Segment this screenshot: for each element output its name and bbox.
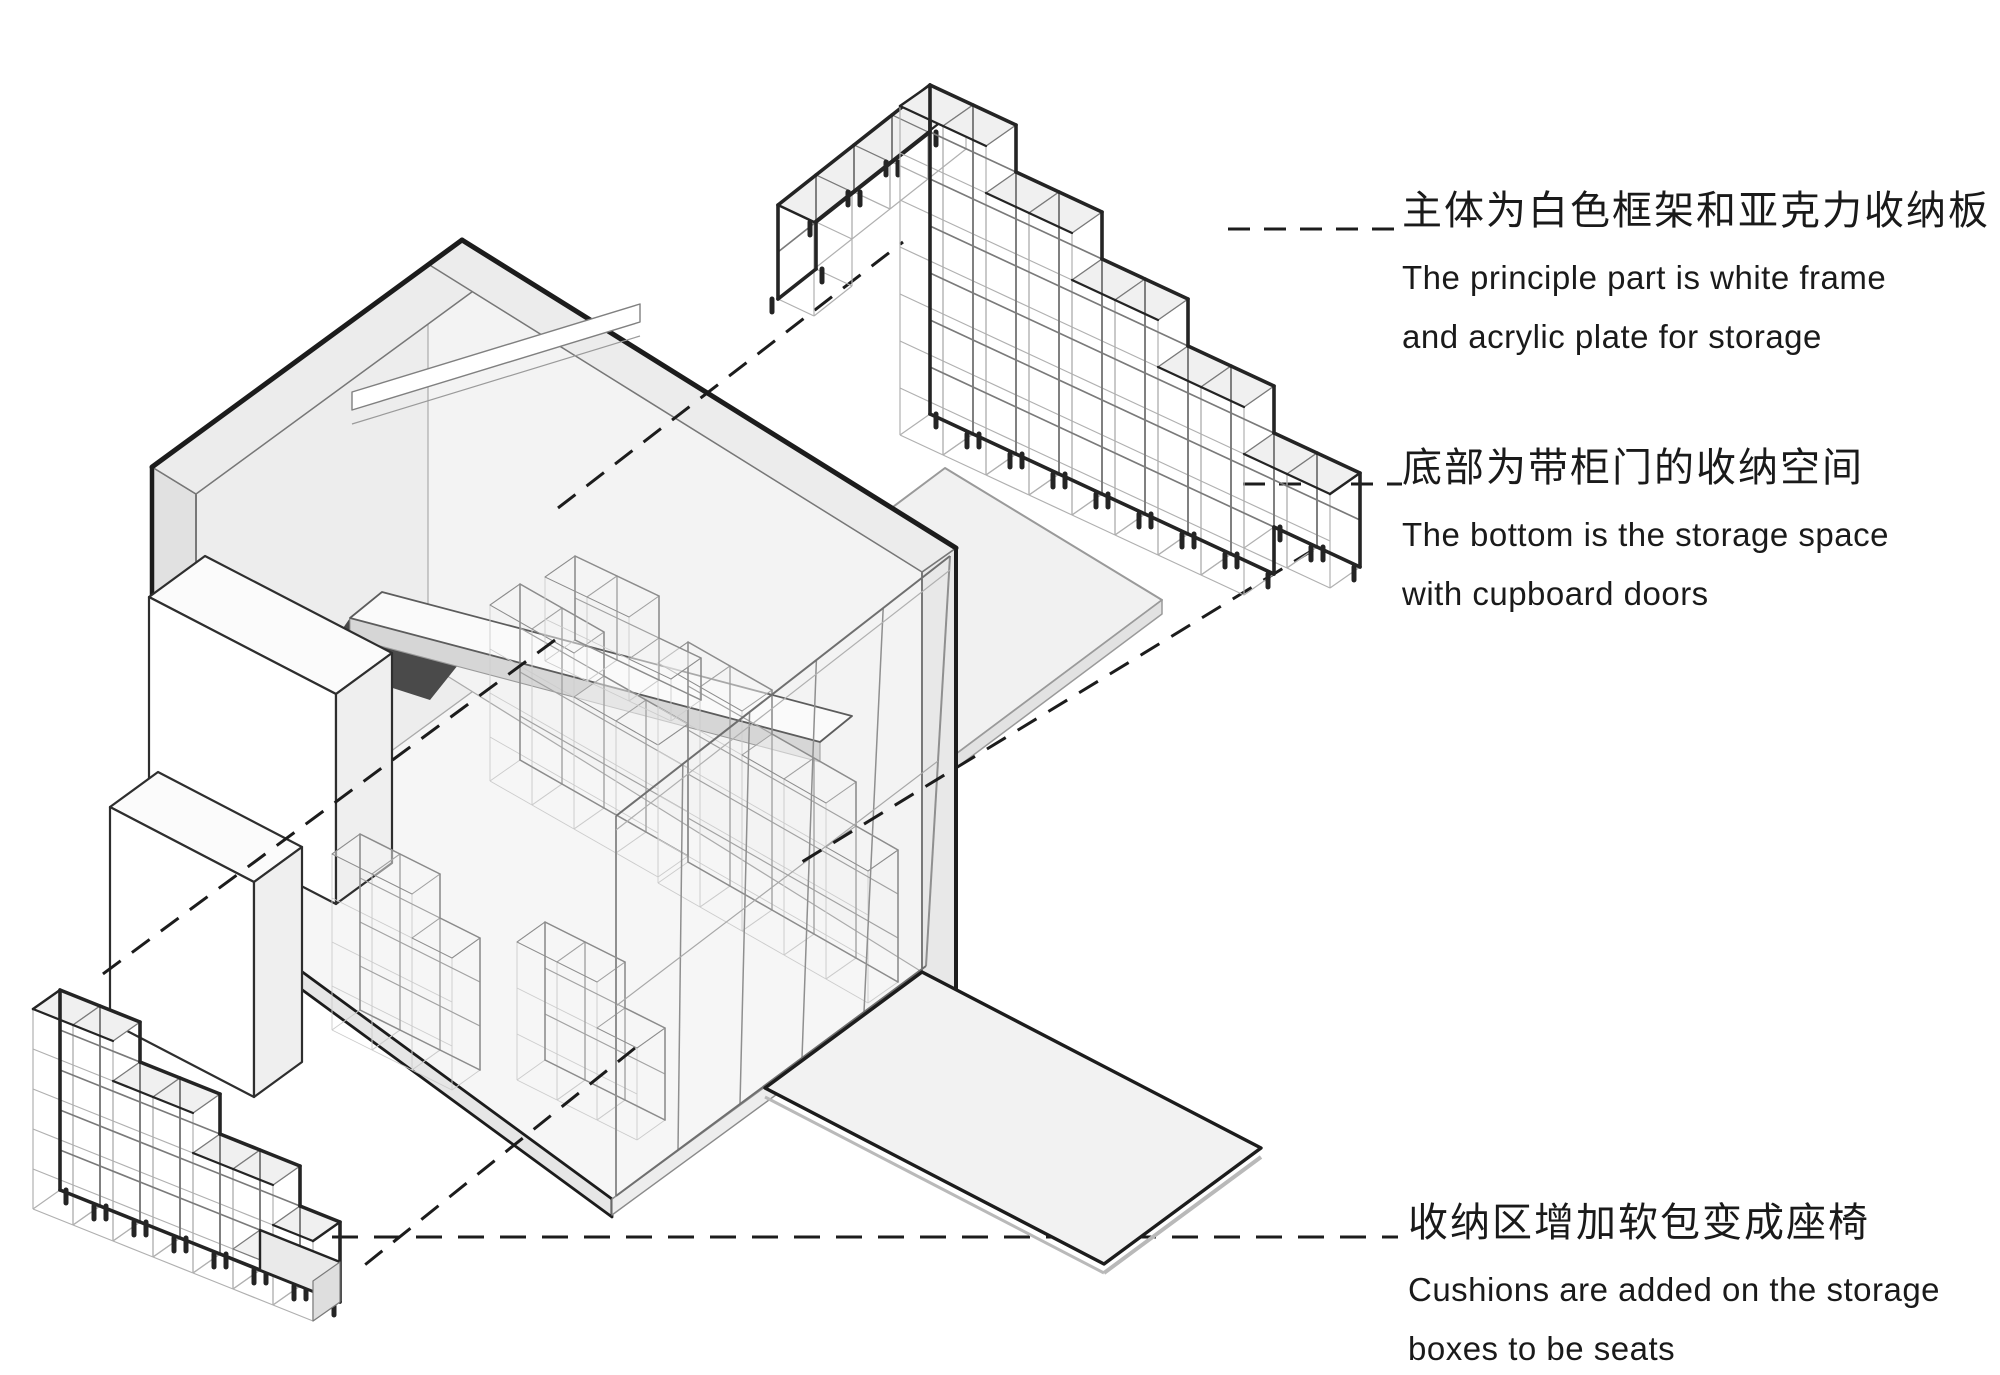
annotation-en-line: boxes to be seats [1408, 1330, 1676, 1367]
annotation-en-line: with cupboard doors [1402, 575, 1709, 612]
annotation-white-frame: 主体为白色框架和亚克力收纳板 The principle part is whi… [1402, 188, 1990, 366]
glass-storefront-wall [615, 555, 951, 1197]
annotation-en-line: The bottom is the storage space [1402, 516, 1889, 553]
annotation-en-line: Cushions are added on the storage [1408, 1271, 1941, 1308]
annotation-cushion-seats: 收纳区增加软包变成座椅 Cushions are added on the st… [1408, 1200, 1940, 1375]
annotation-zh-label: 底部为带柜门的收纳空间 [1402, 446, 1864, 490]
room-interior-furniture [108, 303, 899, 1141]
annotation-zh-label: 主体为白色框架和亚克力收纳板 [1402, 189, 1990, 233]
annotation-en-line: The principle part is white frame [1402, 259, 1887, 296]
annotation-bottom-storage: 底部为带柜门的收纳空间 The bottom is the storage sp… [1402, 445, 1889, 623]
annotation-zh-label: 收纳区增加软包变成座椅 [1408, 1201, 1870, 1245]
annotation-en-line: and acrylic plate for storage [1402, 318, 1822, 355]
exploded-storage-seat-shelf [31, 988, 342, 1322]
exploded-white-frame-shelf [769, 83, 1362, 596]
entry-floor-plate [763, 970, 1263, 1275]
